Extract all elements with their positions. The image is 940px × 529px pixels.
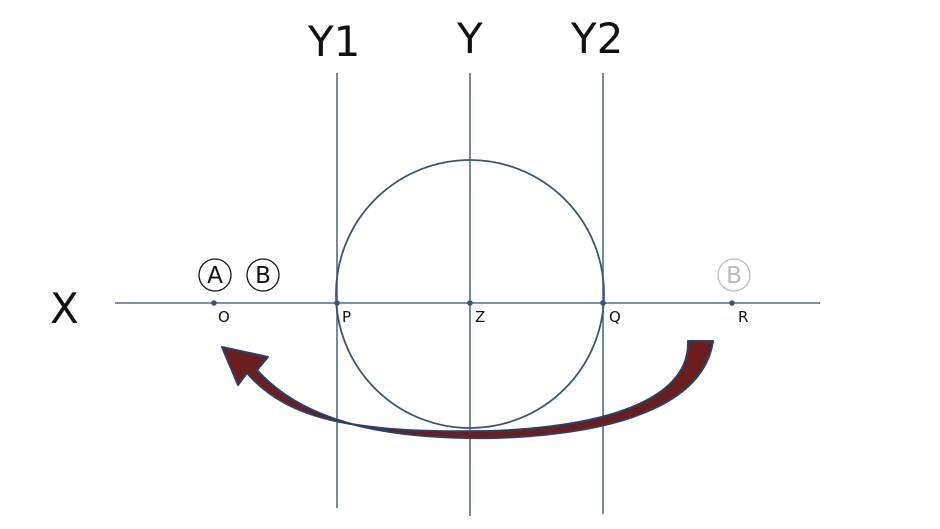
point-r-dot xyxy=(729,300,735,306)
marker-b-letter: B xyxy=(255,263,271,289)
marker-a-letter: A xyxy=(207,263,223,289)
marker-b-at-o: B xyxy=(246,258,280,292)
marker-b-ring xyxy=(246,258,280,292)
marker-b-faded-ring xyxy=(717,258,751,292)
marker-b-at-r: B xyxy=(717,258,751,292)
point-p-dot xyxy=(334,300,340,306)
point-o-label: O xyxy=(218,308,230,326)
y1-label: Y1 xyxy=(307,17,360,66)
marker-a-ring xyxy=(198,258,232,292)
y-label: Y xyxy=(456,14,483,63)
point-p-label: P xyxy=(342,308,351,326)
marker-b-faded-letter: B xyxy=(726,263,742,289)
y2-label: Y2 xyxy=(570,14,623,63)
x-axis-label: X xyxy=(50,284,79,333)
marker-a-at-o: A xyxy=(198,258,232,292)
point-r-label: R xyxy=(738,308,748,326)
point-q-dot xyxy=(600,300,606,306)
point-z-label: Z xyxy=(475,308,485,326)
point-q-label: Q xyxy=(609,308,621,326)
point-o-dot xyxy=(211,300,217,306)
circle xyxy=(335,159,605,429)
curved-arrow xyxy=(221,340,714,440)
point-z-dot xyxy=(467,300,473,306)
